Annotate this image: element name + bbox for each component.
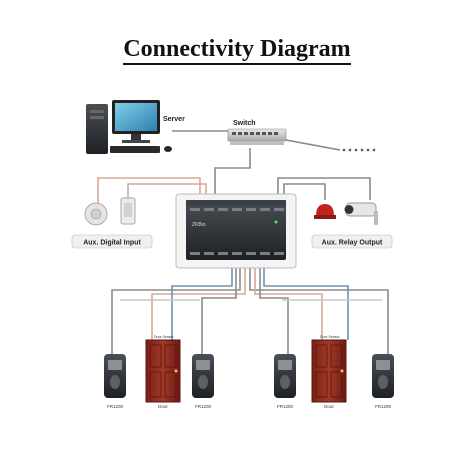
aux-input-label: Aux. Digital Input <box>83 240 141 247</box>
diagram-title-text: Connectivity Diagram <box>123 36 351 65</box>
aux-output-devices <box>314 202 378 225</box>
aux-output-label: Aux. Relay Output <box>322 240 383 247</box>
cable-controller-left-1 <box>111 264 241 354</box>
aux-input-devices <box>84 197 136 226</box>
cable-controller-left-2 <box>151 264 246 340</box>
door-sensor-label-2: Door Sensor <box>320 335 340 339</box>
reader-left-inner <box>192 354 214 398</box>
server-computer <box>86 100 172 154</box>
cable-controller-left-4 <box>171 264 233 340</box>
cable-aux-input-2 <box>127 183 207 200</box>
cables <box>97 130 389 354</box>
door-label-2: Door <box>324 404 334 409</box>
cable-aux-input-1 <box>97 177 201 204</box>
reader-right-outer <box>274 354 296 398</box>
reader-label-1: FR1200 <box>107 404 124 409</box>
aux-output-label-box <box>311 234 393 249</box>
reader-label-4: FR1200 <box>375 404 392 409</box>
server-mouse <box>164 146 172 152</box>
controller-brand: ZKBio <box>192 222 206 228</box>
network-switch <box>227 128 287 145</box>
door-sensor-label-1: Door Sensor <box>154 335 174 339</box>
cable-controller-left-3 <box>201 264 237 354</box>
server-label: Server <box>163 116 185 123</box>
diagram-title: Connectivity Diagram <box>0 36 474 65</box>
server-keyboard <box>110 146 160 153</box>
network-dots <box>342 148 376 152</box>
switch-label: Switch <box>233 120 256 127</box>
cable-aux-output-2 <box>283 183 326 200</box>
cable-controller-right-2 <box>254 264 323 340</box>
alarm-siren-icon <box>316 204 334 216</box>
aux-input-label-box <box>71 234 153 249</box>
door-left <box>145 339 181 403</box>
reader-label-3: FR1200 <box>277 404 294 409</box>
reader-label-2: FR1200 <box>195 404 212 409</box>
reader-left-outer <box>104 354 126 398</box>
cable-switch-controller <box>214 148 251 196</box>
cable-aux-output-1 <box>277 177 371 200</box>
access-controller: ZKBio <box>175 193 297 269</box>
door-right <box>311 339 347 403</box>
reader-right-inner <box>372 354 394 398</box>
cable-controller-right-3 <box>259 264 289 354</box>
door-label-1: Door <box>158 404 168 409</box>
cable-controller-right-4 <box>263 264 349 340</box>
cctv-camera-icon <box>344 202 378 225</box>
cable-switch-out <box>285 139 341 151</box>
cable-controller-right-1 <box>249 264 389 354</box>
